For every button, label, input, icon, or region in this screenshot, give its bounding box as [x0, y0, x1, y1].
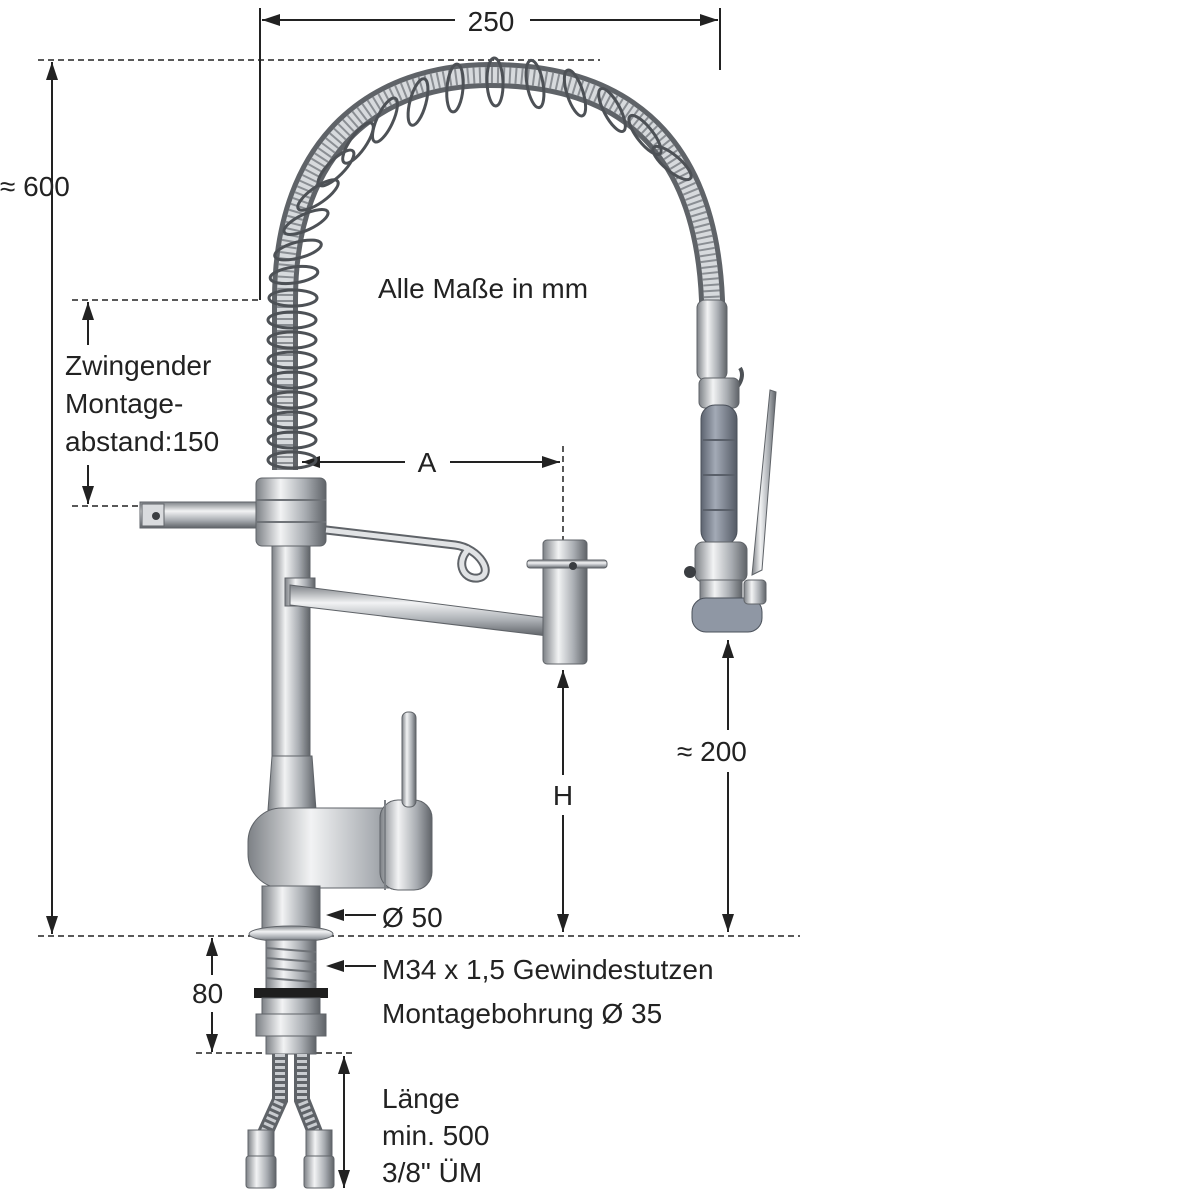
faucet-illustration — [139, 56, 777, 1189]
mounting-distance-line2: Montage- — [65, 388, 183, 419]
dimension-lines — [38, 8, 800, 1188]
h-label: H — [553, 780, 573, 811]
units-note: Alle Maße in mm — [378, 273, 588, 304]
height-label: ≈ 600 — [0, 171, 70, 202]
bore-note: Montagebohrung Ø 35 — [382, 998, 662, 1029]
hose-note-line1: Länge — [382, 1083, 460, 1114]
shower-height-label: ≈ 200 — [677, 736, 747, 767]
hose-note-line3: 3/8" ÜM — [382, 1157, 482, 1188]
mounting-distance-line3: abstand:150 — [65, 426, 219, 457]
spring-coil — [266, 56, 693, 470]
thread-height-label: 80 — [192, 978, 223, 1009]
dimension-labels: 250 ≈ 600 Alle Maße in mm Zwingender Mon… — [0, 6, 747, 1188]
base-diameter-label: Ø 50 — [382, 902, 443, 933]
hose-note-line2: min. 500 — [382, 1120, 489, 1151]
a-label: A — [418, 447, 437, 478]
shower-head — [684, 377, 777, 633]
thread-note: M34 x 1,5 Gewindestutzen — [382, 954, 714, 985]
width-label: 250 — [468, 6, 515, 37]
supply-hoses — [245, 1054, 335, 1189]
mounting-distance-line1: Zwingender — [65, 350, 211, 381]
